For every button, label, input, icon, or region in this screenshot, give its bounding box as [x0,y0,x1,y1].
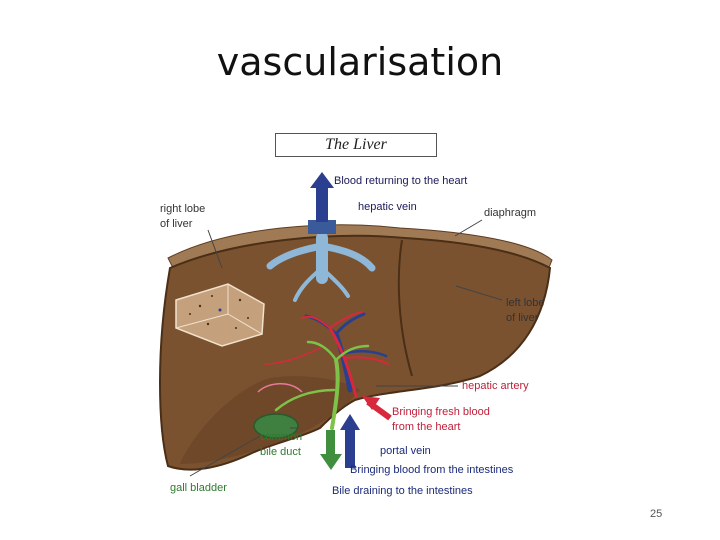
bile-draining-arrow [320,430,342,470]
left-lobe-line2: of liver [506,312,539,324]
fresh-blood-line2: from the heart [392,421,461,433]
diaphragm-label: diaphragm [484,207,536,219]
figure-title: The Liver [275,133,437,157]
hepatic-vein-label: hepatic vein [358,201,417,213]
page-number: 25 [650,508,663,520]
lobe-divider [397,239,413,377]
blood-returning-arrow [310,172,334,222]
blood-returning-label: Blood returning to the heart [334,175,468,187]
slide-title: vascularisation [216,40,504,84]
gall-bladder-label: gall bladder [170,482,227,494]
gall-bladder [253,413,299,439]
right-lobe-line2: of liver [160,218,193,230]
common-bile-line1: common [260,431,303,443]
liver-illustration [159,172,553,477]
hepatic-artery-arrow [362,396,392,421]
left-lobe-line1: left lobe [506,297,545,309]
left-lobe-label: left lobe of liver [506,296,545,326]
portal-vein-arrow [340,414,360,468]
bile-draining-label: Bile draining to the intestines [332,485,473,497]
hepatic-vein-branches [266,232,376,302]
common-bile-duct-label: common bile duct [260,430,302,460]
right-lobe-line1: right lobe [160,203,206,215]
portal-vein-label: portal vein [380,445,431,457]
bile-duct-branches [274,340,370,430]
liver-diagram: The Liver Blood returning to the heart h… [150,128,570,508]
fresh-blood-line1: Bringing fresh blood [392,406,490,418]
blood-from-intestines-label: Bringing blood from the intestines [350,464,514,476]
right-lobe-label: right lobe of liver [160,202,205,232]
hepatic-artery-label: hepatic artery [462,380,529,392]
hepatic-artery-branches [264,311,389,398]
fresh-blood-label: Bringing fresh blood from the heart [392,405,490,435]
common-bile-line2: bile duct [260,446,301,458]
